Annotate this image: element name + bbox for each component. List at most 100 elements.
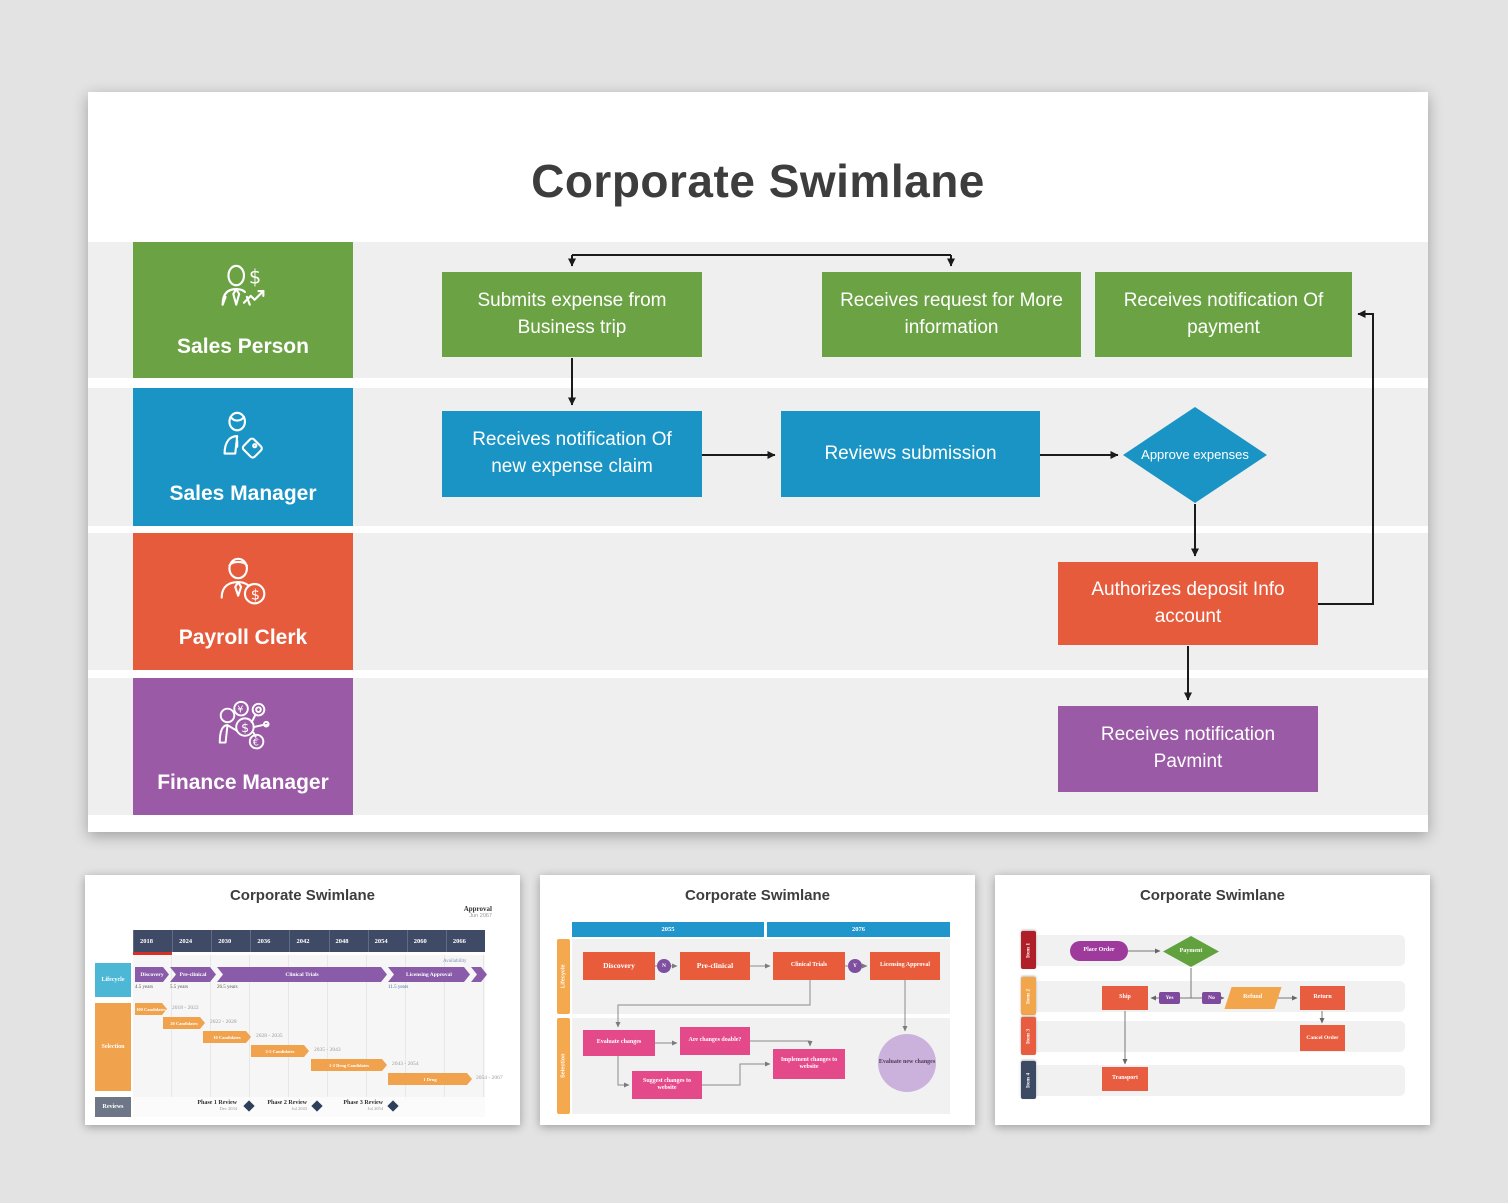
node-place-order: Place Order [1070, 941, 1128, 961]
year-tick: 2042 [289, 930, 328, 952]
node-return: Return [1300, 986, 1345, 1010]
lane-label-lifecycle: Lifecycle [95, 963, 131, 997]
phase-clinical-trials: Clinical Trials [217, 967, 387, 982]
lane-header-finance-manager: $ ¥ € Finance Manager [133, 678, 353, 815]
review-label: Phase 1 Review [197, 1100, 237, 1106]
lane-tab-item3: Item 3 [1021, 1017, 1036, 1055]
svg-text:€: € [253, 737, 259, 748]
thumbnail-slide-order-flow[interactable]: Corporate Swimlane Item 1 Item 2 Item 3 … [995, 875, 1430, 1125]
phase-licensing-approval: Licensing Approval [388, 967, 470, 982]
lane-strip-item4 [1033, 1065, 1405, 1096]
candidates-bar: 1 Drug [388, 1073, 472, 1085]
node-suggest-changes: Suggest changes to website [632, 1071, 702, 1099]
lane-label-selection: Selection [557, 1018, 570, 1114]
node-submits-expense: Submits expense from Business trip [442, 272, 702, 357]
review-milestone: Phase 1 Review Dec 2034 [180, 1100, 237, 1111]
lane-label-selection: Selection [95, 1003, 131, 1091]
lane-tab-item2: Item 2 [1021, 977, 1036, 1015]
thumbnail-slide-phases[interactable]: Corporate Swimlane 2055 2076 Lifecycle S… [540, 875, 975, 1125]
column-header-2055: 2055 [572, 922, 764, 937]
node-new-claim-notification: Receives notification Of new expense cla… [442, 411, 702, 497]
approval-label: Approval [463, 905, 492, 913]
svg-text:$: $ [249, 265, 261, 288]
review-date: Jul 2043 [291, 1106, 307, 1111]
year-tick: 2048 [328, 930, 368, 952]
finance-manager-icon: $ ¥ € [212, 698, 274, 765]
thumb1-title: Corporate Swimlane [229, 887, 376, 904]
svg-text:$: $ [241, 720, 249, 735]
svg-text:$: $ [251, 588, 260, 604]
lane-header-sales-manager: Sales Manager [133, 388, 353, 526]
candidates-bar: 2-5 Candidates [251, 1045, 309, 1057]
node-receives-request: Receives request for More information [822, 272, 1081, 357]
candidates-range: 2028 - 2035 [256, 1033, 283, 1039]
review-milestone: Phase 3 Review Jul 2054 [325, 1100, 383, 1111]
main-slide: Corporate Swimlane $ Sales Person [88, 92, 1428, 832]
lane-label-reviews: Reviews [95, 1097, 131, 1117]
label-no: No [1202, 992, 1221, 1004]
candidates-range: 2043 - 2054 [392, 1061, 419, 1067]
reviews-row [133, 1097, 485, 1117]
lane-header-sales-person: $ Sales Person [133, 242, 353, 378]
node-licensing-approval: Licensing Approval [870, 952, 940, 980]
node-changes-doable: Are changes doable? [680, 1027, 750, 1055]
node-preclinical: Pre-clinical [680, 952, 750, 980]
phase-duration: 26.5 years [217, 985, 238, 990]
sales-person-icon: $ [212, 262, 274, 329]
phase-duration: 4.5 years [135, 985, 154, 990]
node-implement-changes: Implement changes to website [773, 1049, 845, 1079]
year-tick: 2054 [367, 930, 407, 952]
candidates-bar: 10 Candidates [203, 1031, 251, 1043]
review-date: Jul 2054 [367, 1106, 383, 1111]
node-refund: Refund [1224, 987, 1282, 1009]
node-authorizes-deposit: Authorizes deposit Info account [1058, 562, 1318, 645]
thumb2-title: Corporate Swimlane [684, 887, 831, 904]
svg-text:¥: ¥ [237, 705, 243, 716]
candidates-bar: 1-2 Drug Candidates [311, 1059, 387, 1071]
slide-title: Corporate Swimlane [531, 155, 985, 207]
lane-strip-item3 [1033, 1021, 1405, 1052]
candidates-range: 2035 - 2043 [314, 1047, 341, 1053]
thumb1-approval-callout: Approval Jun 2067 [464, 905, 492, 919]
connector-y: Y [848, 959, 862, 973]
lane-tab-item1: Item 1 [1021, 931, 1036, 969]
node-discovery: Discovery [583, 952, 655, 980]
phase-duration: 5.5 years [170, 985, 189, 990]
lane-tab-item4: Item 4 [1021, 1061, 1036, 1099]
payroll-clerk-icon: $ [212, 553, 274, 620]
candidates-bar: 20 Candidates [163, 1017, 205, 1029]
column-header-2076: 2076 [767, 922, 950, 937]
refund-label: Refund [1243, 994, 1263, 1001]
lane-label: Sales Manager [169, 481, 317, 505]
lane-sales-manager: Sales Manager [88, 388, 1428, 526]
node-cancel-order: Cancel Order [1300, 1025, 1345, 1051]
candidates-range: 2022 - 2028 [210, 1019, 237, 1025]
year-tick: 2018 [133, 930, 172, 952]
year-tick: 2066 [445, 930, 485, 952]
lane-label-lifecycle: Lifecycle [557, 939, 570, 1014]
node-payment-notification: Receives notification Of payment [1095, 272, 1352, 357]
node-ship: Ship [1102, 986, 1148, 1010]
lane-label: Payroll Clerk [178, 626, 308, 649]
candidates-range: 2054 - 2067 [476, 1075, 503, 1081]
node-clinical-trials: Clinical Trials [773, 952, 845, 980]
review-date: Dec 2034 [219, 1106, 237, 1111]
review-label: Phase 2 Review [267, 1100, 307, 1106]
approval-date: Jun 2067 [469, 913, 492, 919]
availability-label: Availability [443, 959, 467, 964]
thumb3-title: Corporate Swimlane [1139, 887, 1286, 904]
node-final-notification: Receives notification Pavmint [1058, 706, 1318, 792]
thumbnail-slide-timeline[interactable]: Corporate Swimlane Approval Jun 2067 201… [85, 875, 520, 1125]
lane-label: Finance Manager [157, 771, 329, 794]
review-milestone: Phase 2 Review Jul 2043 [251, 1100, 307, 1111]
candidates-range: 2018 - 2022 [172, 1005, 199, 1011]
node-transport: Transport [1102, 1067, 1148, 1091]
lane-label: Sales Person [177, 334, 309, 358]
phase-discovery: Discovery [135, 967, 169, 982]
phase-duration: 11.5 years [388, 985, 409, 990]
review-label: Phase 3 Review [343, 1100, 383, 1106]
phase-end-chevron [471, 967, 487, 982]
thumb1-year-axis: 2018 2024 2030 2036 2042 2048 2054 2060 … [133, 930, 485, 952]
node-reviews-submission: Reviews submission [781, 411, 1040, 497]
node-evaluate-new-changes: Evaluate new changes [878, 1034, 936, 1092]
